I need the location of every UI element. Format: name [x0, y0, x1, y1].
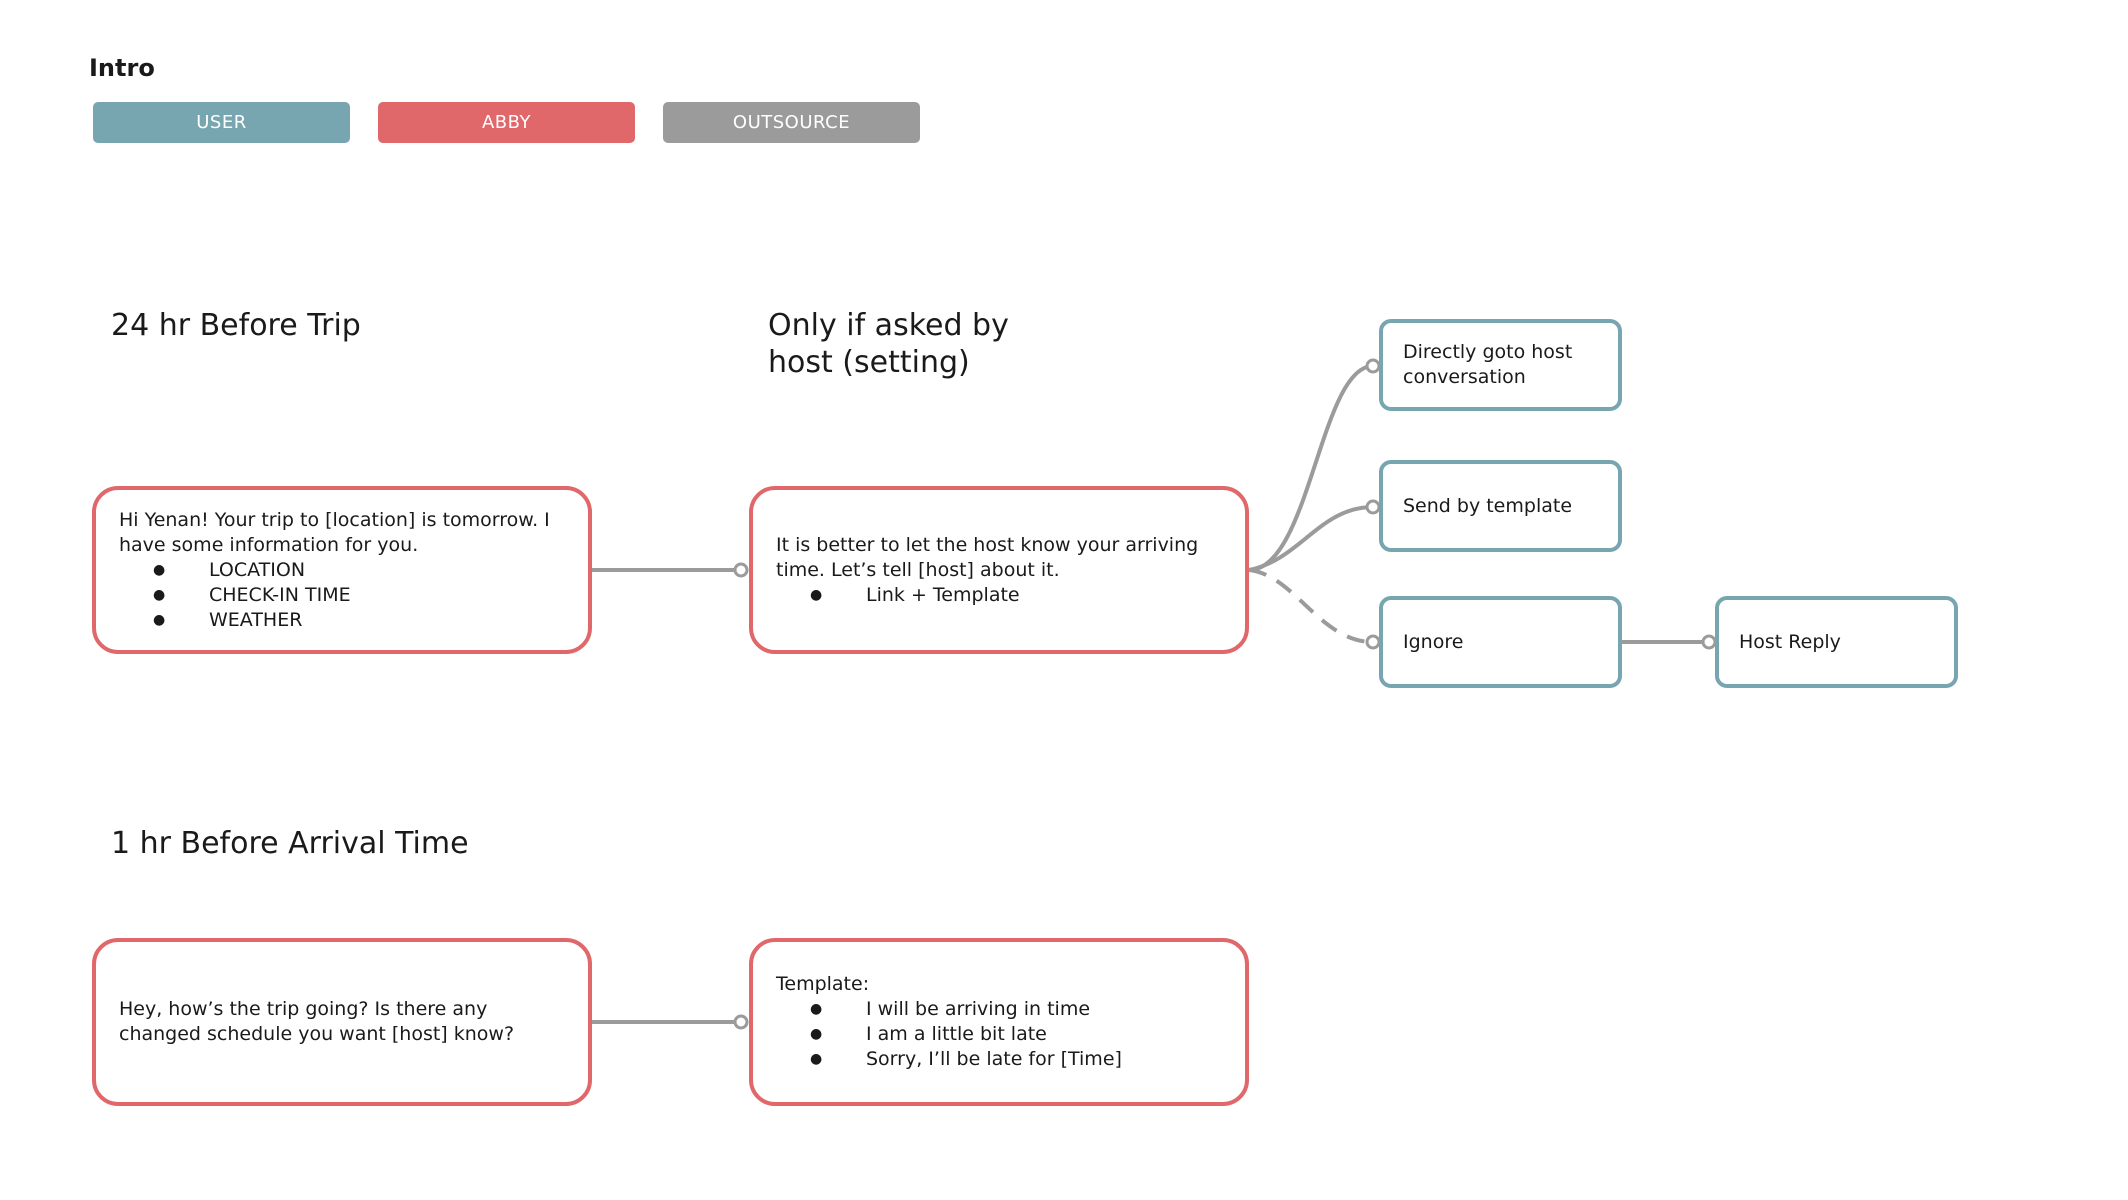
connector-suggest-to-goto-host: [1248, 364, 1374, 572]
node-suggest-host: It is better to let the host know your a…: [749, 486, 1249, 654]
node-send-template: Send by template: [1379, 460, 1622, 552]
legend-abby-label: ABBY: [481, 112, 532, 133]
node-goto-host: Directly goto host conversation: [1379, 319, 1622, 411]
bullet-weather: WEATHER: [119, 608, 566, 633]
node-template: Template: I will be arriving in time I a…: [749, 938, 1249, 1106]
legend-outsource: OUTSOURCE: [663, 102, 920, 143]
node-template-text: Template:: [776, 973, 870, 995]
node-host-reply-text: Host Reply: [1739, 630, 1841, 653]
node-host-reply: Host Reply: [1715, 596, 1958, 688]
bullet-checkin-time: CHECK-IN TIME: [119, 583, 566, 608]
node-checkin-text: Hey, how’s the trip going? Is there any …: [119, 998, 515, 1045]
connector-suggest-to-ignore: [1248, 568, 1374, 644]
node-template-bullets: I will be arriving in time I am a little…: [776, 997, 1223, 1072]
connector-end-goto-host: [1365, 358, 1381, 374]
connector-end-host-reply: [1701, 634, 1717, 650]
section-heading-24hr: 24 hr Before Trip: [111, 308, 361, 343]
page-title: Intro: [89, 54, 155, 82]
node-greeting-text: Hi Yenan! Your trip to [location] is tom…: [119, 508, 550, 556]
node-checkin: Hey, how’s the trip going? Is there any …: [92, 938, 592, 1106]
connector-end-ignore: [1365, 634, 1381, 650]
section-heading-1hr: 1 hr Before Arrival Time: [111, 826, 469, 861]
node-send-template-text: Send by template: [1403, 494, 1573, 517]
node-ignore: Ignore: [1379, 596, 1622, 688]
bullet-late-for-time: Sorry, I’ll be late for [Time]: [776, 1047, 1223, 1072]
bullet-location: LOCATION: [119, 558, 566, 583]
node-suggest-bullets: Link + Template: [776, 583, 1223, 608]
bullet-link-template: Link + Template: [776, 583, 1223, 608]
node-goto-host-text: Directly goto host conversation: [1403, 341, 1573, 388]
connector-suggest-to-send-template: [1248, 505, 1374, 572]
bullet-arriving-in-time: I will be arriving in time: [776, 997, 1223, 1022]
legend-user-label: USER: [196, 112, 247, 133]
node-suggest-text: It is better to let the host know your a…: [776, 533, 1199, 581]
connector-end-template: [733, 1014, 749, 1030]
section-heading-only-if-asked: Only if asked by host (setting): [768, 308, 1009, 380]
legend-abby: ABBY: [378, 102, 635, 143]
node-ignore-text: Ignore: [1403, 630, 1464, 653]
node-greeting: Hi Yenan! Your trip to [location] is tom…: [92, 486, 592, 654]
connector-end-send-template: [1365, 499, 1381, 515]
legend-outsource-label: OUTSOURCE: [732, 112, 851, 133]
node-greeting-bullets: LOCATION CHECK-IN TIME WEATHER: [119, 558, 566, 633]
legend-user: USER: [93, 102, 350, 143]
connector-end-suggest: [733, 562, 749, 578]
bullet-little-late: I am a little bit late: [776, 1022, 1223, 1047]
